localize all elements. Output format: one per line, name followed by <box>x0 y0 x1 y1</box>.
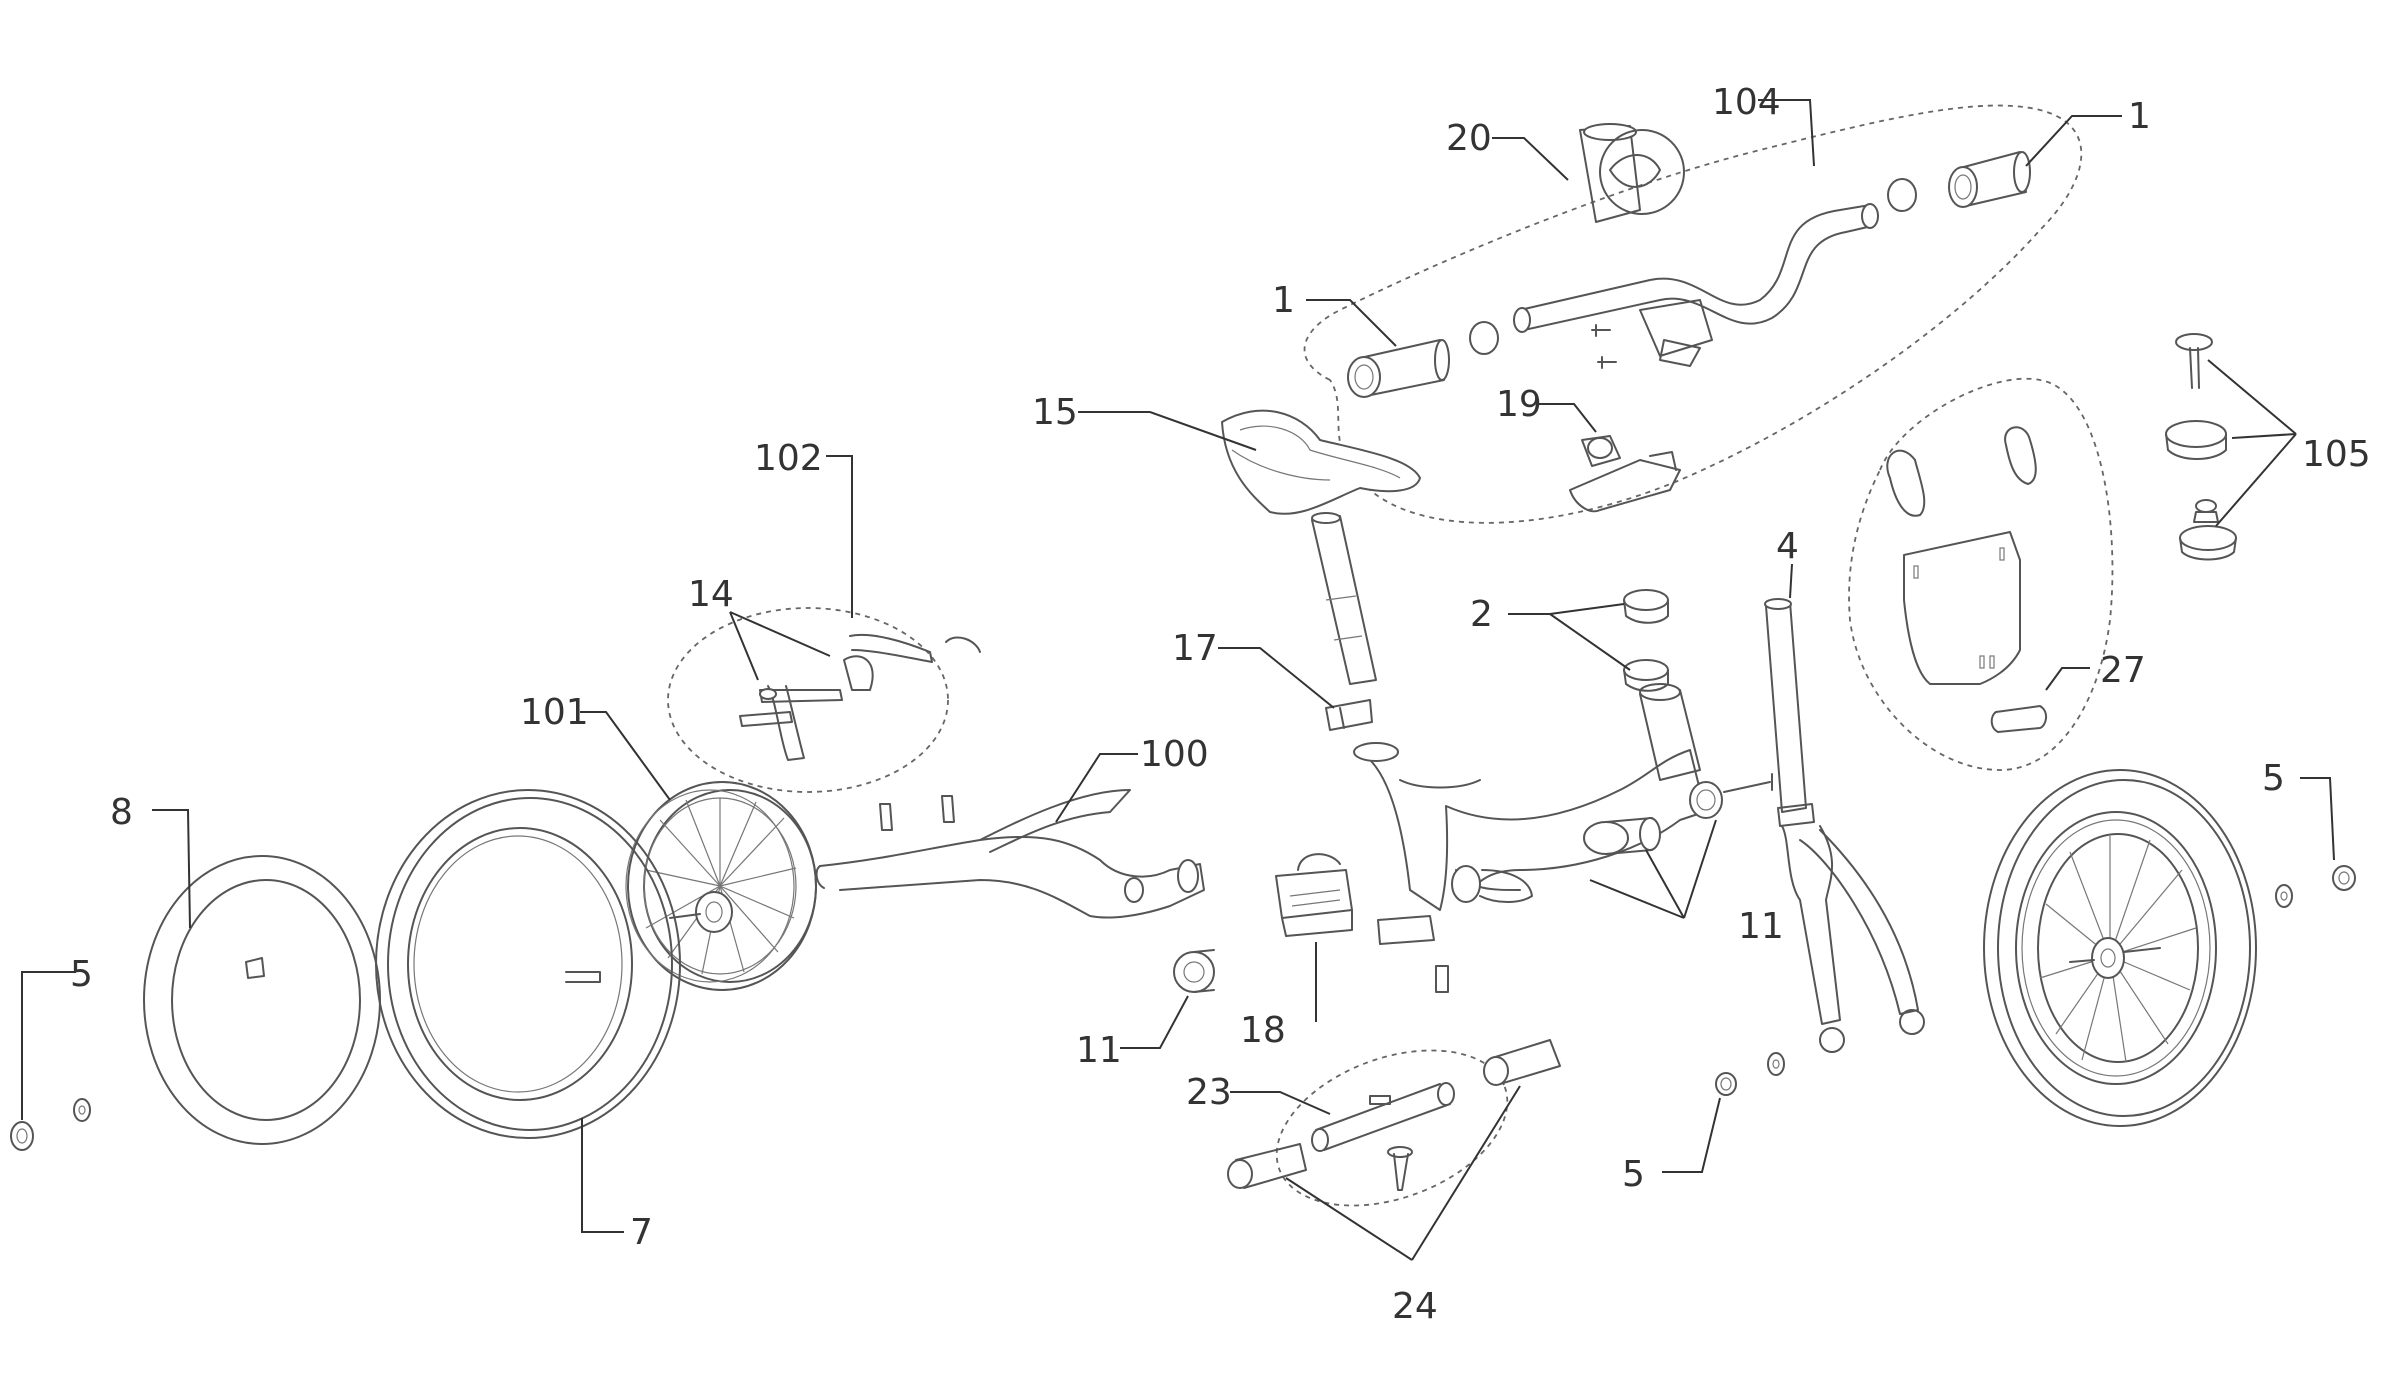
callout-5-mid: 5 <box>1622 1154 1645 1195</box>
footrest-group-outline <box>1275 1049 1509 1207</box>
callout-23: 23 <box>1186 1072 1232 1113</box>
callout-11-mid: 11 <box>1076 1030 1122 1071</box>
rear-frame-part <box>815 789 1205 919</box>
stem-bolts <box>1591 324 1617 369</box>
inner-tube-part <box>143 855 381 1145</box>
leader-lines <box>21 99 2335 1261</box>
brake-caliper-part <box>739 633 981 761</box>
callout-17: 17 <box>1172 628 1218 669</box>
bearing-part <box>1583 773 1773 855</box>
footrest-bar-part <box>1311 1082 1455 1152</box>
brake-lever-part <box>1569 435 1681 513</box>
callout-100: 100 <box>1140 734 1209 775</box>
callout-19: 19 <box>1496 384 1542 425</box>
callout-2: 2 <box>1470 594 1493 635</box>
number-plate-part <box>1903 531 2021 685</box>
clamp-part <box>1579 123 1685 223</box>
callout-105: 105 <box>2302 434 2371 475</box>
axle-nut-right <box>2332 865 2356 891</box>
callout-8: 8 <box>110 792 133 833</box>
seatpost-part <box>1311 512 1377 685</box>
callout-101: 101 <box>520 692 589 733</box>
velcro-strap-3 <box>1990 705 2047 733</box>
callout-27: 27 <box>2100 650 2146 691</box>
handlebar-group-outline <box>1303 104 2083 524</box>
seat-clamp-part <box>1325 699 1373 731</box>
velcro-strap-1 <box>1886 449 1926 517</box>
callout-15: 15 <box>1032 392 1078 433</box>
callout-24: 24 <box>1392 1286 1438 1327</box>
pin-part <box>1435 965 1449 993</box>
callout-4: 4 <box>1776 526 1799 567</box>
headset-part <box>2165 333 2237 561</box>
callout-5-left: 5 <box>70 954 93 995</box>
bar-end-ring-right <box>1887 178 1917 212</box>
callout-5-right: 5 <box>2262 758 2285 799</box>
spacer-part <box>1173 949 1215 993</box>
bar-end-ring-left <box>1469 321 1499 355</box>
kickstand-part <box>1275 853 1353 937</box>
callout-1-left: 1 <box>1272 280 1295 321</box>
callout-14: 14 <box>688 574 734 615</box>
handlebar-part <box>1513 203 1879 367</box>
callout-7: 7 <box>630 1212 653 1253</box>
rear-wheel-part <box>625 781 817 991</box>
callout-104: 104 <box>1712 82 1781 123</box>
washer-mid <box>1767 1052 1785 1076</box>
callout-11-right: 11 <box>1738 906 1784 947</box>
headset-cup-part <box>1623 589 1669 692</box>
velcro-strap-2 <box>2004 426 2037 485</box>
grip-right-part <box>1948 151 2031 208</box>
grip-left-part <box>1347 339 1450 398</box>
callout-labels: 104 20 1 1 19 15 105 102 14 2 4 17 27 10… <box>70 82 2371 1327</box>
foot-peg-left <box>1227 1143 1307 1189</box>
axle-nut-left <box>10 1121 34 1151</box>
tyre-part <box>375 789 681 1139</box>
footrest-bolt <box>1387 1146 1413 1191</box>
callout-1-top: 1 <box>2128 96 2151 137</box>
callout-102: 102 <box>754 438 823 479</box>
callout-20: 20 <box>1446 118 1492 159</box>
brake-group-outline <box>667 607 949 793</box>
plates-group-outline <box>1848 377 2114 771</box>
washer-left <box>73 1098 91 1122</box>
fork-part <box>1764 598 1925 1053</box>
foot-peg-right <box>1483 1039 1561 1086</box>
washer-right <box>2275 884 2293 908</box>
frame-part <box>1353 683 1711 911</box>
saddle-part <box>1221 409 1421 515</box>
kickstand-foot <box>1377 915 1435 945</box>
front-wheel-part <box>1983 769 2257 1127</box>
callout-18: 18 <box>1240 1010 1286 1051</box>
axle-nut-mid <box>1715 1072 1737 1096</box>
